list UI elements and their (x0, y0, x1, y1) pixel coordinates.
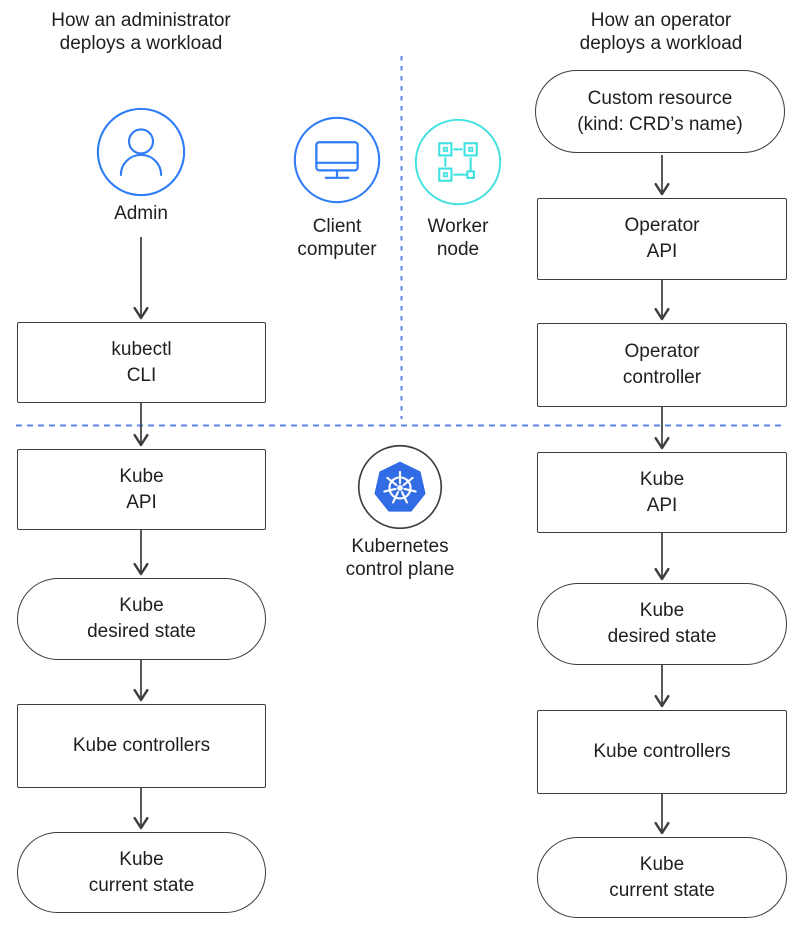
worker-node-icon (413, 117, 503, 212)
kube-desired-state-box: Kube desired state (537, 583, 787, 665)
kube-controllers-box: Kube controllers (17, 704, 266, 788)
admin-label: Admin (114, 203, 168, 224)
operator-controller-box: Operator controller (537, 323, 787, 407)
kube-desired-state-box: Kube desired state (17, 578, 266, 660)
kube-controllers-box: Kube controllers (537, 710, 787, 794)
worker-node-label: Worker node (427, 216, 489, 260)
admin-person-icon (95, 106, 187, 203)
admin-flow-heading: How an administrator deploys a workload (51, 10, 231, 54)
custom-resource-box: Custom resource (kind: CRD’s name) (535, 70, 785, 153)
kube-api-box: Kube API (17, 449, 266, 530)
kubectl-cli-box: kubectl CLI (17, 322, 266, 403)
kube-current-state-box: Kube current state (537, 837, 787, 918)
operator-flow-heading: How an operator deploys a workload (579, 10, 743, 54)
kubernetes-control-plane-label: Kubernetes control plane (345, 536, 455, 580)
operator-api-box: Operator API (537, 198, 787, 280)
kube-current-state-box: Kube current state (17, 832, 266, 913)
client-computer-icon (292, 115, 382, 210)
client-computer-label: Client computer (297, 216, 377, 260)
kube-api-box: Kube API (537, 452, 787, 533)
kubernetes-helm-wheel-icon (356, 443, 444, 536)
